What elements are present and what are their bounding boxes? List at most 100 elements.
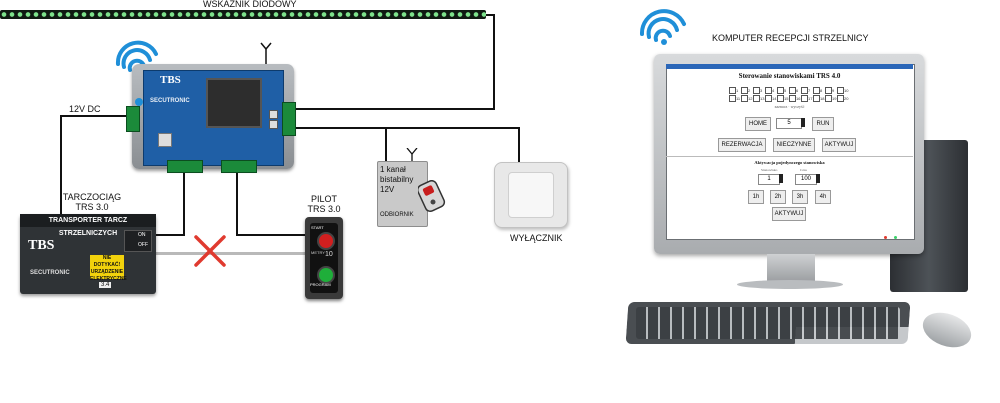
distance-input[interactable]: 5: [776, 118, 802, 129]
stand-checkbox[interactable]: [825, 95, 832, 102]
hour1-button[interactable]: 1h: [748, 190, 764, 204]
pilot-label-line1: PILOT: [310, 194, 337, 204]
stand-number: 8: [820, 88, 823, 93]
stand-checkbox[interactable]: [837, 95, 844, 102]
stand-number: 14: [772, 96, 777, 101]
stand-checkbox[interactable]: [777, 95, 784, 102]
transporter-box: [20, 214, 156, 294]
receiver-line1: 1 kanał: [380, 165, 406, 174]
computer-label: KOMPUTER RECEPCJI STRZELNICY: [712, 33, 869, 43]
stand-checkbox[interactable]: [729, 87, 736, 94]
stand-checkbox[interactable]: [753, 95, 760, 102]
wire: [493, 14, 495, 110]
stand-checkbox[interactable]: [813, 95, 820, 102]
wire: [60, 115, 134, 117]
receiver-line2: bistabilny: [380, 175, 414, 184]
controller-terminal: [126, 106, 140, 132]
stand-spinner[interactable]: [779, 174, 783, 183]
hour2-button[interactable]: 2h: [770, 190, 786, 204]
pilot-start-label: START: [311, 225, 324, 230]
mouse: [918, 306, 976, 354]
stand-checkbox[interactable]: [741, 87, 748, 94]
wire-disconnected: [155, 252, 307, 255]
stand-number: 11: [736, 96, 741, 101]
antenna-icon: [260, 42, 272, 66]
stand-checkbox[interactable]: [765, 87, 772, 94]
home-button[interactable]: HOME: [745, 117, 771, 131]
controller-terminal: [221, 160, 257, 173]
controller-terminal: [167, 160, 203, 173]
pilot-display-label: METRY: [311, 250, 325, 255]
activate-button[interactable]: AKTYWUJ: [822, 138, 856, 152]
select-links[interactable]: zaznacz · wyczyść: [774, 104, 805, 109]
wire: [293, 127, 520, 129]
stand-checkbox[interactable]: [801, 87, 808, 94]
stand-checkbox[interactable]: [765, 95, 772, 102]
single-activate-button[interactable]: AKTYWUJ: [772, 207, 806, 221]
stand-checkbox[interactable]: [741, 95, 748, 102]
transporter-maker: SECUTRONIC: [30, 270, 70, 276]
warning-text: URZĄDZENIE ELEKTRYCZNE: [90, 269, 127, 282]
transporter-switch: [124, 230, 152, 252]
transporter-switch-on: ON: [138, 232, 146, 238]
stand-checkbox[interactable]: [729, 95, 736, 102]
controller-button: [269, 120, 278, 129]
stand-checkbox[interactable]: [789, 87, 796, 94]
transporter-switch-off: OFF: [138, 242, 148, 248]
pilot-program-label: PROGRAM: [310, 282, 331, 287]
monitor-led: [894, 236, 897, 239]
stand-checkbox[interactable]: [825, 87, 832, 94]
controller-led: [135, 98, 143, 106]
reservation-button[interactable]: REZERWACJA: [718, 138, 766, 152]
stand-number: 12: [748, 96, 753, 101]
controller-button: [269, 110, 278, 119]
screen-topbar: [666, 64, 913, 69]
distance-spinner[interactable]: [801, 118, 805, 127]
stand-checkbox[interactable]: [837, 87, 844, 94]
stand-number: 20: [844, 96, 849, 101]
time-spinner[interactable]: [816, 174, 820, 183]
monitor-base: [737, 280, 843, 289]
remote-keyfob-icon: [418, 180, 446, 213]
time-input[interactable]: 100: [795, 174, 817, 185]
wall-switch-key[interactable]: [508, 172, 554, 218]
wire: [183, 168, 185, 236]
controller-maker: SECUTRONIC: [150, 98, 190, 104]
controller-terminal: [282, 102, 296, 136]
wire: [236, 168, 238, 236]
run-button[interactable]: RUN: [812, 117, 834, 131]
controller-knob: [158, 133, 172, 147]
stand-checkbox[interactable]: [753, 87, 760, 94]
controller-module: [206, 78, 262, 128]
target-label-line1: TARCZOCIĄG: [62, 192, 122, 202]
stand-checkbox[interactable]: [777, 87, 784, 94]
pilot-display-value: 10: [325, 251, 333, 258]
stand-number: 10: [844, 88, 849, 93]
stand-number: 9: [832, 88, 835, 93]
cross-icon: [194, 235, 226, 267]
stand-checkbox[interactable]: [801, 95, 808, 102]
stand-number: 15: [784, 96, 789, 101]
stand-number: 19: [832, 96, 837, 101]
wifi-icon: [115, 40, 158, 74]
wire: [236, 234, 308, 236]
keyboard-keys: [636, 307, 900, 339]
stand-number: 17: [808, 96, 813, 101]
hour3-button[interactable]: 3h: [792, 190, 808, 204]
stand-input[interactable]: 1: [758, 174, 780, 185]
transporter-brand: TBS: [28, 238, 55, 253]
pilot-start-button[interactable]: [317, 232, 335, 250]
controller-brand: TBS: [160, 74, 181, 86]
stand-label: Stanowisko: [761, 168, 778, 172]
pilot-program-button[interactable]: [317, 266, 335, 284]
hour4-button[interactable]: 4h: [815, 190, 831, 204]
monitor-stand: [767, 254, 815, 282]
stand-checkbox[interactable]: [789, 95, 796, 102]
stand-number: 5: [784, 88, 787, 93]
wifi-icon: [639, 9, 686, 45]
receiver-name: ODBIORNIK: [380, 212, 414, 218]
stand-checkbox[interactable]: [813, 87, 820, 94]
transporter-header: TRANSPORTER TARCZ STRZELNICZYCH: [20, 214, 156, 237]
inactive-button[interactable]: NIECZYNNE: [773, 138, 815, 152]
screen-divider: [666, 156, 913, 157]
